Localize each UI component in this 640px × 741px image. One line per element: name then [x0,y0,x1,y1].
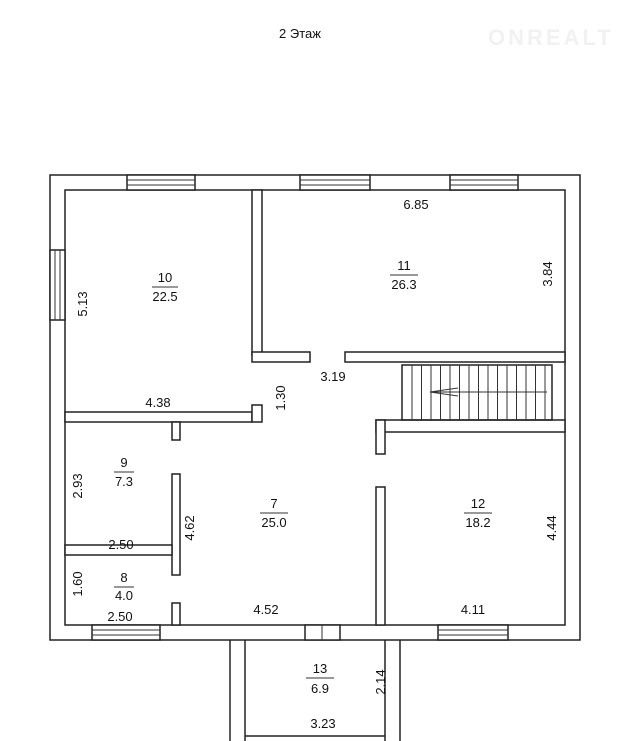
svg-text:4.0: 4.0 [115,588,133,603]
staircase [401,364,553,421]
windows [49,174,519,641]
balcony [229,640,401,741]
svg-text:4.11: 4.11 [461,602,485,617]
svg-text:6.9: 6.9 [311,681,329,696]
floor-title: 2 Этаж [279,26,321,41]
svg-text:22.5: 22.5 [152,289,177,304]
svg-text:12: 12 [471,496,485,511]
svg-text:8: 8 [120,570,127,585]
svg-text:2.93: 2.93 [70,473,85,498]
svg-text:18.2: 18.2 [465,515,490,530]
svg-text:10: 10 [158,270,172,285]
svg-text:25.0: 25.0 [261,515,286,530]
svg-text:3.84: 3.84 [540,261,555,286]
room-11: 11 26.3 [390,258,418,292]
svg-text:1.60: 1.60 [70,571,85,596]
svg-text:2.14: 2.14 [373,669,388,694]
watermark: ONREALT [488,25,614,50]
svg-text:5.13: 5.13 [75,291,90,316]
room-8: 8 4.0 [114,570,134,603]
svg-text:2.50: 2.50 [107,609,132,624]
outer-wall [49,174,581,641]
interior-walls [64,189,566,626]
svg-text:9: 9 [120,455,127,470]
room-7: 7 25.0 [260,496,288,530]
svg-text:3.19: 3.19 [320,369,345,384]
room-10: 10 22.5 [152,270,178,304]
svg-text:7.3: 7.3 [115,474,133,489]
stair-direction-arrow-icon [429,387,547,397]
svg-text:7: 7 [270,496,277,511]
svg-text:1.30: 1.30 [273,385,288,410]
svg-text:4.38: 4.38 [145,395,170,410]
svg-text:11: 11 [397,258,411,273]
svg-text:2.50: 2.50 [108,537,133,552]
svg-text:13: 13 [313,661,327,676]
svg-text:4.52: 4.52 [253,602,278,617]
room-13: 13 6.9 [306,661,334,696]
svg-text:26.3: 26.3 [391,277,416,292]
svg-text:6.85: 6.85 [403,197,428,212]
room-9: 9 7.3 [114,455,134,489]
svg-text:4.44: 4.44 [544,515,559,540]
dimension-labels: 6.85 5.13 3.84 4.38 1.30 3.19 2.93 4.62 … [70,197,559,731]
svg-text:4.62: 4.62 [182,515,197,540]
room-12: 12 18.2 [464,496,492,530]
svg-text:3.23: 3.23 [310,716,335,731]
